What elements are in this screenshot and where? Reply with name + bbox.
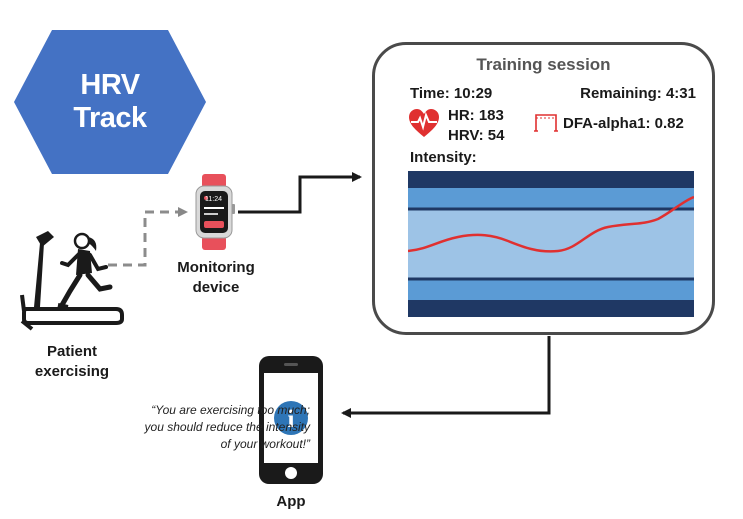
hrv-readout: HRV: 54 — [448, 127, 505, 144]
logo-line-2: Track — [73, 102, 147, 134]
patient-to-device-arrow — [108, 207, 188, 267]
intensity-band-top-mid — [408, 187, 694, 209]
time-readout: Time: 10:29 — [410, 85, 493, 102]
app-message-line-2: you should reduce the intensity — [144, 420, 310, 434]
heart-ecg-icon — [409, 109, 439, 137]
smartphone-icon: i — [259, 356, 323, 484]
device-label: Monitoring device — [160, 258, 272, 298]
smartwatch-icon: 11:24 — [195, 174, 235, 250]
logo-line-1: HRV — [80, 69, 140, 101]
hexagon-shape — [14, 30, 206, 174]
dfa-alpha-readout: DFA-alpha1: 0.82 — [563, 115, 684, 132]
panel-to-app-arrow — [341, 336, 551, 418]
intensity-curve — [408, 195, 694, 253]
treadmill-runner-icon — [20, 231, 124, 331]
watch-time: 11:24 — [205, 196, 222, 203]
info-icon: i — [288, 406, 295, 433]
patient-label: Patient exercising — [20, 342, 124, 382]
dfa-alpha-icon — [534, 114, 558, 132]
intensity-chart — [408, 171, 694, 317]
logo-hexagon — [14, 30, 206, 174]
hr-readout: HR: 183 — [448, 107, 504, 124]
intensity-band-low-mid — [408, 279, 694, 301]
app-message-line-3: of your workout!” — [220, 437, 310, 451]
patient-label-line-2: exercising — [34, 363, 110, 380]
app-message-line-1: “You are exercising too much; — [151, 403, 310, 417]
training-session-panel: Training session Time: 10:29 Remaining: … — [372, 42, 715, 335]
intensity-band-top-dark — [408, 171, 694, 187]
patient-label-line-1: Patient — [46, 343, 97, 360]
device-to-panel-arrow — [238, 172, 362, 214]
panel-title: Training session — [476, 55, 611, 74]
remaining-readout: Remaining: 4:31 — [580, 85, 696, 102]
device-label-line-1: Monitoring — [177, 259, 255, 276]
intensity-band-bottom-dark — [408, 301, 694, 317]
device-label-line-2: device — [192, 279, 240, 296]
app-message: “You are exercising too much; you should… — [44, 402, 310, 453]
intensity-label: Intensity: — [410, 149, 477, 166]
logo-text: HRV Track — [14, 30, 206, 174]
app-label: App — [276, 493, 306, 510]
intensity-band-middle — [408, 209, 694, 279]
